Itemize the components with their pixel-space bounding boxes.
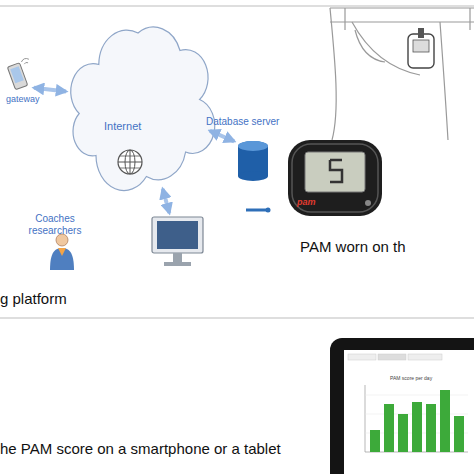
internet-cloud-shape [130, 150, 131, 174]
tablet-drawing [454, 416, 464, 452]
frame-line [0, 6, 474, 318]
node-label: gateway [6, 94, 40, 104]
database-server-shape [238, 141, 268, 151]
trousers-drawing [345, 8, 470, 30]
clipped-pam-device [408, 34, 434, 68]
tablet-drawing [378, 354, 406, 360]
node-label: Database server [206, 116, 279, 128]
trousers-drawing [330, 7, 474, 8]
globe-icon [116, 148, 144, 176]
device-logo: pam [297, 197, 316, 207]
tablet-drawing [330, 338, 474, 474]
tablet-drawing [365, 395, 468, 396]
coach-workstation-shape [152, 217, 203, 253]
double-arrow [34, 88, 66, 92]
person-icon [50, 234, 74, 270]
clipped-pam-device [408, 28, 434, 68]
trousers-drawing [330, 8, 474, 140]
coach-workstation: Coaches researchers [150, 215, 205, 270]
person-icon [56, 234, 68, 246]
server-accessory [266, 208, 271, 213]
coach-workstation-shape [173, 253, 182, 262]
panel-caption: g platform [0, 290, 67, 307]
tablet-drawing [344, 350, 474, 474]
double-arrow [210, 131, 234, 142]
internet-cloud: Internet [68, 12, 208, 187]
tablet-drawing [440, 390, 450, 452]
tablet-drawing [370, 430, 380, 452]
database-server-shape [238, 141, 268, 151]
database-server-shape [238, 171, 268, 181]
tablet-drawing [398, 414, 408, 452]
pam-device [365, 200, 371, 206]
coach-workstation-shape [157, 221, 198, 249]
gateway-phone: gateway [4, 62, 32, 110]
person-icon [58, 248, 66, 256]
gateway-phone-shape [21, 57, 30, 64]
node-label: Internet [104, 120, 141, 133]
person-icon [50, 248, 74, 270]
coach-workstation-shape [164, 262, 191, 266]
tablet-drawing [348, 354, 376, 360]
pam-device [292, 144, 378, 212]
trousers-drawing [440, 22, 448, 140]
clipped-pam-device [413, 40, 429, 52]
tablet-drawing [370, 390, 464, 452]
tablet-drawing [412, 402, 422, 452]
chart-title: PAM score per day [390, 376, 432, 382]
gateway-phone-shape [7, 63, 27, 90]
tablet-drawing [426, 404, 436, 452]
panel-caption: PAM worn on th [300, 238, 406, 255]
node-label: Coaches researchers [25, 213, 85, 236]
server-accessory [246, 209, 268, 212]
pam-device [288, 140, 382, 216]
server-accessory [246, 208, 271, 213]
clipped-pam-device [418, 28, 424, 38]
tablet-drawing [384, 404, 394, 452]
gateway-phone-shape [10, 66, 24, 83]
pam-device [288, 140, 382, 216]
database-server: Database server [236, 112, 270, 187]
gateway-phone-shape [7, 57, 38, 89]
tablet-drawing [330, 338, 474, 474]
pam-device [330, 160, 342, 182]
frame-line [0, 6, 474, 7]
trousers-drawing [355, 30, 385, 62]
trousers-drawing [330, 8, 336, 140]
panel-caption: he PAM score on a smartphone or a tablet [0, 440, 281, 457]
double-arrow [163, 189, 170, 213]
coach-workstation-shape [150, 215, 205, 270]
frame-line [0, 318, 474, 319]
internet-cloud-shape [71, 27, 215, 190]
pam-device [305, 152, 365, 192]
tablet-drawing [408, 354, 442, 360]
internet-cloud-shape [118, 150, 142, 174]
